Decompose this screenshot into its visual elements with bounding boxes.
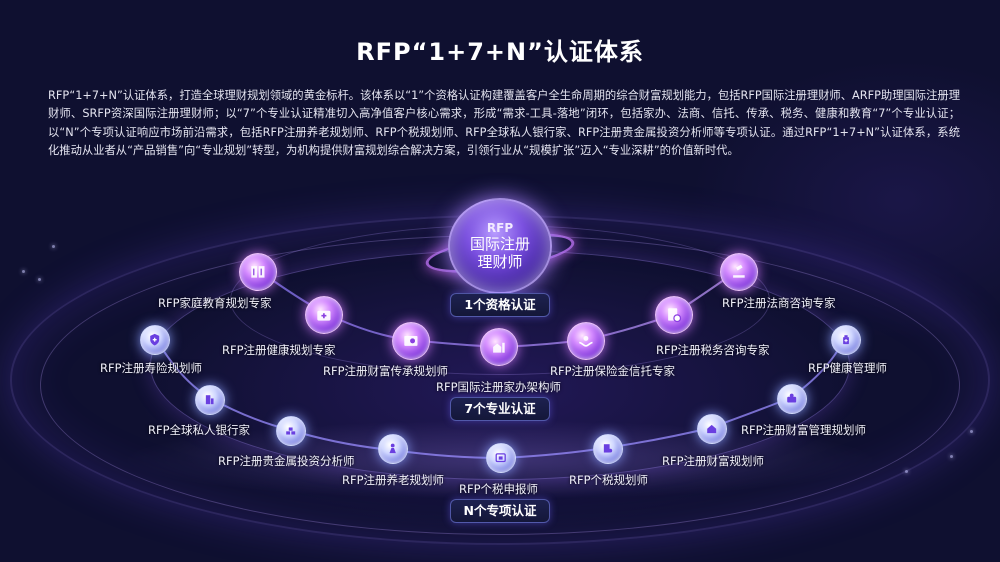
cert-label: RFP注册养老规划师 [342, 473, 445, 487]
cert-label: RFP注册财富管理规划师 [741, 423, 867, 437]
cert-label: RFP健康管理师 [808, 361, 888, 375]
cert-label: RFP注册财富规划师 [662, 454, 765, 468]
cert-label: RFP注册财富传承规划师 [323, 364, 449, 378]
wealth-house-icon [697, 414, 727, 444]
cert-label: RFP注册寿险规划师 [100, 361, 203, 375]
tax-plan-icon [593, 434, 623, 464]
gavel-icon [720, 253, 758, 291]
star-decoration [38, 278, 41, 281]
gold-bars-icon [276, 416, 306, 446]
cert-label: RFP注册税务咨询专家 [656, 343, 770, 357]
cert-label: RFP全球私人银行家 [148, 423, 251, 437]
star-decoration [52, 245, 55, 248]
cert-label: RFP国际注册家办架构师 [436, 380, 562, 394]
cert-label: RFP个税规划师 [569, 473, 649, 487]
hands-trust-icon [567, 322, 605, 360]
star-decoration [905, 470, 908, 473]
health-bottle-icon [831, 325, 861, 355]
wealth-management-icon [777, 384, 807, 414]
tax-document-icon [655, 296, 693, 334]
cert-label: RFP注册健康规划专家 [222, 343, 336, 357]
cert-label: RFP注册贵金属投资分析师 [218, 454, 355, 468]
core-label-line3: 理财师 [477, 253, 523, 271]
core-label-line2: 国际注册 [469, 235, 530, 253]
cert-label: RFP注册保险金信托专家 [550, 364, 676, 378]
special-badge[interactable]: N个专项认证 [450, 499, 550, 523]
elderly-care-icon [378, 434, 408, 464]
qualification-badge[interactable]: 1个资格认证 [450, 293, 550, 317]
cert-label: RFP个税申报师 [459, 482, 539, 496]
family-office-icon [480, 328, 518, 366]
core-certification-planet[interactable]: RFP 国际注册 理财师 [448, 198, 552, 294]
cert-label: RFP注册法商咨询专家 [722, 296, 836, 310]
intro-paragraph: RFP“1+7+N”认证体系，打造全球理财规划领域的黄金标杆。该体系以“1”个资… [48, 89, 960, 158]
core-label-line1: RFP [486, 221, 514, 235]
star-decoration [970, 430, 973, 433]
book-icon [239, 253, 277, 291]
tax-declaration-icon [486, 443, 516, 473]
page-title: RFP“1+7+N”认证体系 [356, 38, 644, 66]
star-decoration [950, 455, 953, 458]
star-decoration [22, 270, 25, 273]
cert-label: RFP家庭教育规划专家 [158, 296, 272, 310]
bank-building-icon [195, 385, 225, 415]
professional-badge[interactable]: 7个专业认证 [450, 397, 550, 421]
shield-icon [140, 325, 170, 355]
certificate-icon [392, 322, 430, 360]
medical-kit-icon [305, 296, 343, 334]
